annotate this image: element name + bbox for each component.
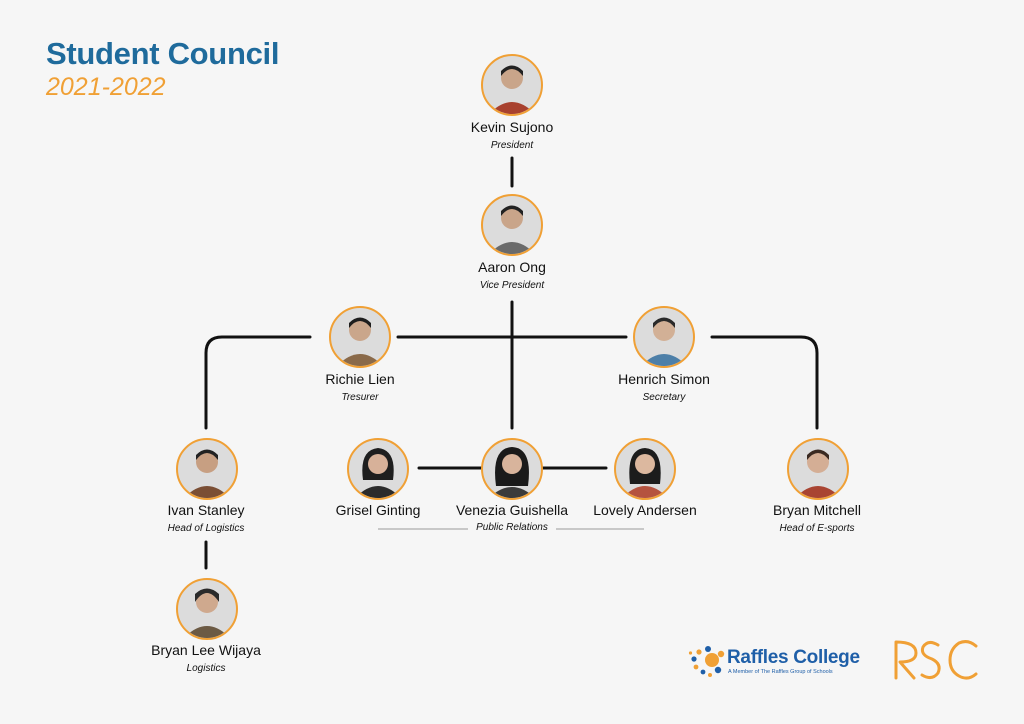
member-role: Secretary bbox=[642, 392, 686, 403]
avatar bbox=[481, 194, 543, 256]
rsc-logo-icon bbox=[894, 640, 978, 680]
avatar bbox=[633, 306, 695, 368]
member-role: Vice President bbox=[479, 280, 545, 291]
group-label-public-relations: Public Relations bbox=[476, 522, 548, 533]
member-name: Ivan Stanley bbox=[167, 502, 245, 518]
avatar bbox=[614, 438, 676, 500]
member-name: Kevin Sujono bbox=[470, 119, 554, 135]
member-name: Henrich Simon bbox=[618, 371, 710, 387]
avatar bbox=[176, 578, 238, 640]
member-role: Head of Logistics bbox=[167, 523, 245, 534]
raffles-college-logo-icon bbox=[688, 646, 725, 677]
avatar bbox=[329, 306, 391, 368]
member-name: Aaron Ong bbox=[478, 259, 546, 275]
member-name: Grisel Ginting bbox=[335, 502, 421, 518]
page-title: Student Council bbox=[46, 36, 280, 71]
school-name: Raffles College bbox=[727, 647, 860, 668]
member-name: Bryan Lee Wijaya bbox=[151, 642, 261, 658]
page-subtitle: 2021-2022 bbox=[46, 73, 166, 101]
connector-richie-ivan bbox=[204, 335, 312, 430]
member-name: Lovely Andersen bbox=[593, 502, 697, 518]
avatar bbox=[347, 438, 409, 500]
member-name: Bryan Mitchell bbox=[773, 502, 861, 518]
member-name: Richie Lien bbox=[325, 371, 395, 387]
avatar bbox=[176, 438, 238, 500]
avatar bbox=[787, 438, 849, 500]
member-role: Logistics bbox=[186, 663, 226, 674]
school-tagline: A Member of The Raffles Group of Schools bbox=[728, 669, 833, 675]
avatar bbox=[481, 54, 543, 116]
member-name: Venezia Guishella bbox=[455, 502, 569, 518]
member-role: Head of E-sports bbox=[779, 523, 855, 534]
connector-henrich-mitchell bbox=[710, 335, 819, 430]
avatar bbox=[481, 438, 543, 500]
member-role: President bbox=[490, 140, 534, 151]
member-role: Tresurer bbox=[341, 392, 379, 403]
